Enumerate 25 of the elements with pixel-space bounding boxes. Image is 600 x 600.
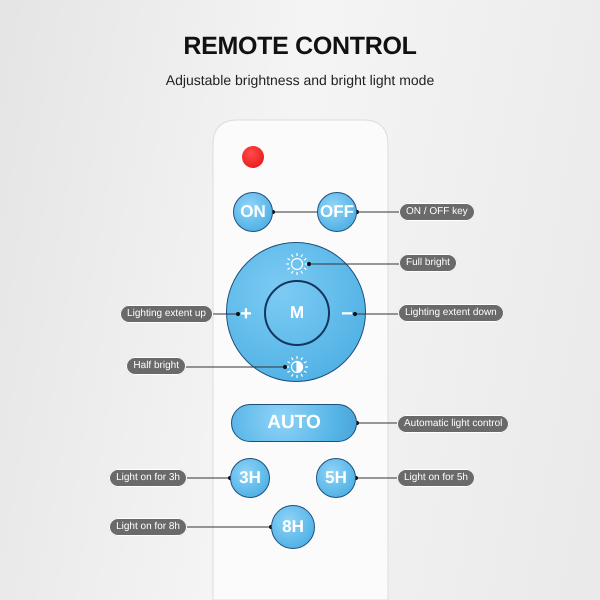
sun-icon [285,252,309,276]
leader-line [306,262,400,266]
callout-label: Lighting extent up [120,305,213,323]
plus-sign: + [238,303,254,325]
leader-line [354,420,398,426]
callout-label: ON / OFF key [399,203,475,221]
leader-line [186,364,288,370]
callout-label: Light on for 3h [109,469,187,487]
callout-label: Automatic light control [397,415,510,433]
leader-line [354,476,398,480]
callout-label: Lighting extent down [398,304,504,322]
leader-line [186,524,274,530]
callout-label: Half bright [126,357,186,375]
minus-sign: − [339,303,355,325]
callout-label: Light on for 8h [109,518,187,536]
subtitle: Adjustable brightness and bright light mode [164,72,436,88]
half-sun-icon [285,355,309,379]
leader-line [352,312,398,316]
callout-label: Light on for 5h [397,469,475,487]
leader-line [212,312,240,316]
mode-button: M [264,280,330,346]
callout-label: Full bright [399,254,457,272]
title: REMOTE CONTROL [182,32,418,61]
auto-button: AUTO [231,404,357,442]
leader-line [186,476,232,480]
